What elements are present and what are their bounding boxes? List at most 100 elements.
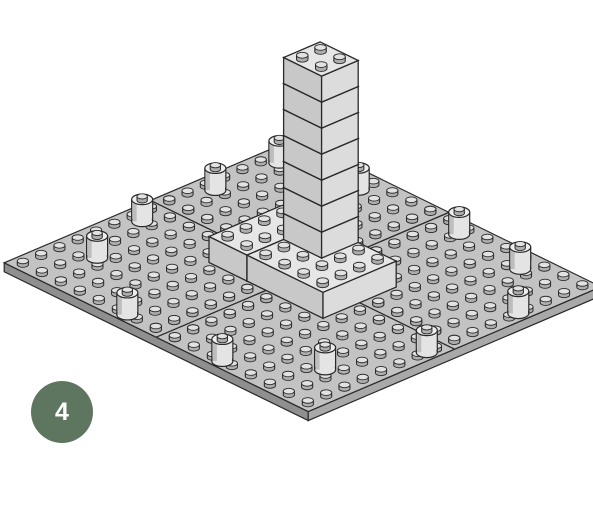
baseplate-stud: [446, 267, 457, 276]
baseplate-stud: [318, 321, 329, 330]
baseplate-stud: [204, 266, 215, 275]
pillar-stud: [422, 325, 432, 334]
brick-stud: [258, 216, 270, 226]
baseplate-stud: [73, 252, 84, 261]
baseplate-stud: [539, 262, 550, 271]
baseplate-stud: [55, 277, 66, 286]
baseplate-stud: [223, 275, 234, 284]
baseplate-stud: [223, 292, 234, 301]
round-pillar: [449, 207, 470, 240]
baseplate-stud: [206, 317, 217, 326]
baseplate-stud: [188, 342, 199, 351]
round-pillar: [87, 230, 108, 263]
baseplate-stud: [164, 196, 175, 205]
step-number: 4: [55, 398, 69, 427]
baseplate-stud: [255, 157, 266, 166]
baseplate-stud: [387, 188, 398, 197]
baseplate-stud: [257, 191, 268, 200]
brick-stud: [316, 261, 328, 271]
pillar-stud: [122, 287, 132, 296]
baseplate-stud: [409, 282, 420, 291]
baseplate-stud: [300, 346, 311, 355]
round-pillar: [132, 194, 153, 227]
baseplate-stud: [245, 353, 256, 362]
baseplate-stud: [166, 264, 177, 273]
baseplate-stud: [36, 267, 47, 276]
baseplate-stud: [150, 306, 161, 315]
baseplate-stud: [17, 258, 28, 267]
round-pillar: [212, 334, 233, 367]
pillar-stud: [137, 194, 147, 203]
baseplate-stud: [336, 314, 347, 323]
brick-stud: [315, 62, 327, 72]
round-pillar: [205, 163, 226, 196]
baseplate-stud: [166, 247, 177, 256]
baseplate-stud: [301, 363, 312, 372]
baseplate-stud: [262, 328, 273, 337]
baseplate-stud: [72, 235, 83, 244]
step-number-badge: 4: [31, 381, 93, 443]
baseplate-stud: [128, 228, 139, 237]
round-pillar: [508, 286, 529, 319]
round-pillar: [510, 241, 531, 274]
baseplate-stud: [150, 323, 161, 332]
round-pillar: [117, 287, 138, 320]
baseplate-stud: [485, 320, 496, 329]
baseplate-stud: [369, 213, 380, 222]
baseplate-stud: [263, 345, 274, 354]
brick-stud: [372, 254, 384, 264]
round-pillar: [416, 325, 437, 358]
baseplate-stud: [148, 272, 159, 281]
brick-stud: [298, 269, 310, 279]
baseplate-stud: [302, 381, 313, 390]
baseplate-stud: [182, 188, 193, 197]
baseplate-stud: [368, 195, 379, 204]
brick-stud: [278, 242, 290, 252]
baseplate-stud: [74, 269, 85, 278]
baseplate-stud: [111, 270, 122, 279]
baseplate-stud: [129, 263, 140, 272]
baseplate-stud: [147, 238, 158, 247]
brick-stud: [241, 241, 253, 251]
brick-stud: [353, 262, 365, 272]
baseplate-stud: [482, 251, 493, 260]
baseplate-stud: [299, 312, 310, 321]
baseplate-stud: [467, 327, 478, 336]
baseplate-stud: [109, 219, 120, 228]
brick-stud: [317, 278, 329, 288]
baseplate-stud: [425, 206, 436, 215]
baseplate-stud: [282, 354, 293, 363]
baseplate-stud: [110, 253, 121, 262]
baseplate-stud: [261, 294, 272, 303]
baseplate-stud: [577, 281, 588, 290]
round-pillar: [315, 342, 336, 375]
baseplate-stud: [186, 291, 197, 300]
baseplate-stud: [280, 303, 291, 312]
baseplate-stud: [373, 315, 384, 324]
baseplate-stud: [449, 335, 460, 344]
baseplate-stud: [391, 290, 402, 299]
baseplate-stud: [54, 243, 65, 252]
baseplate-stud: [238, 182, 249, 191]
baseplate-stud: [167, 281, 178, 290]
baseplate-stud: [427, 258, 438, 267]
baseplate-stud: [540, 296, 551, 305]
baseplate-stud: [93, 278, 104, 287]
baseplate-stud: [165, 230, 176, 239]
baseplate-stud: [558, 271, 569, 280]
baseplate-stud: [447, 301, 458, 310]
brick-stud: [296, 52, 308, 62]
baseplate-stud: [280, 320, 291, 329]
baseplate-stud: [410, 300, 421, 309]
baseplate-stud: [373, 298, 384, 307]
brick-stud: [259, 233, 271, 243]
pillar-stud: [217, 334, 227, 343]
baseplate-stud: [425, 223, 436, 232]
baseplate-stud: [169, 333, 180, 342]
baseplate-stud: [204, 283, 215, 292]
brick-stud: [334, 54, 346, 64]
baseplate-stud: [201, 197, 212, 206]
baseplate-stud: [183, 205, 194, 214]
baseplate-stud: [393, 342, 404, 351]
